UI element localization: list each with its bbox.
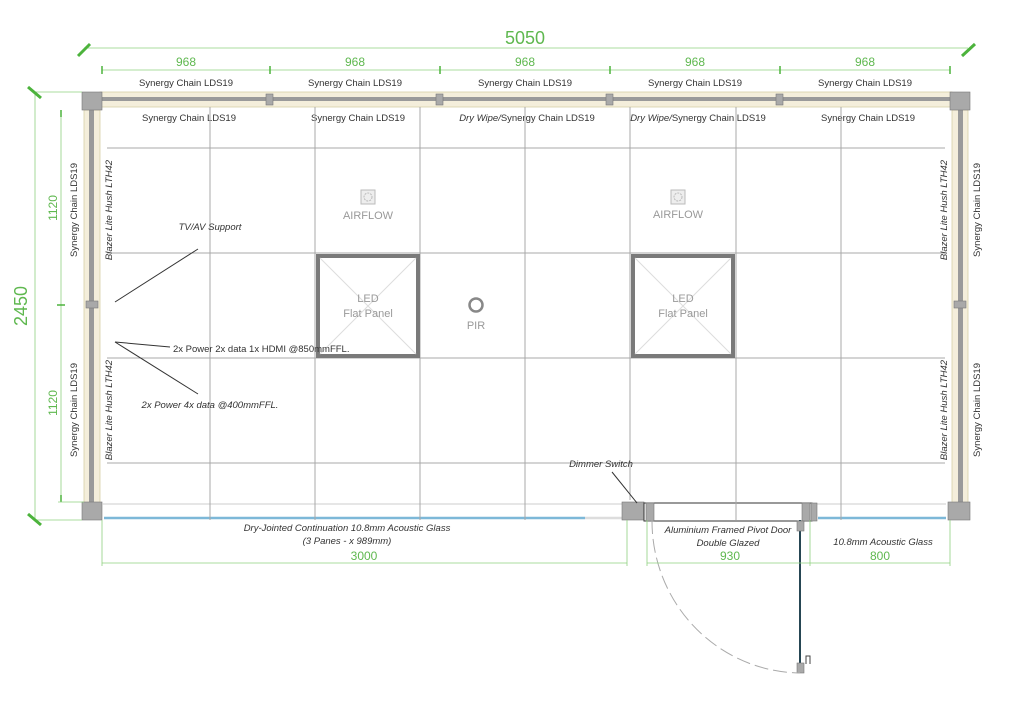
wall-label: Synergy Chain LDS19 — [311, 113, 405, 124]
led-label: LED — [672, 293, 693, 305]
dim-label: 968 — [345, 55, 365, 69]
dim-label: 1120 — [46, 195, 60, 221]
door-note: Aluminium Framed Pivot Door — [664, 525, 793, 536]
side-glass-note: 10.8mm Acoustic Glass — [833, 537, 933, 548]
height-dim-label: 2450 — [11, 286, 31, 326]
wall-label: Blazer Lite Hush LTH42 — [104, 159, 115, 260]
dim-label: 1120 — [46, 390, 60, 416]
dim-label: 968 — [855, 55, 875, 69]
wall-label: Synergy Chain LDS19 — [972, 163, 983, 257]
led-label: Flat Panel — [658, 308, 708, 320]
pir-label: PIR — [467, 320, 485, 332]
dim-label: 968 — [176, 55, 196, 69]
led-label: Flat Panel — [343, 308, 393, 320]
dim-label: 930 — [720, 549, 740, 563]
dim-label: 3000 — [351, 549, 378, 563]
wall-label: Synergy Chain LDS19 — [648, 78, 742, 89]
wall-label: Synergy Chain LDS19 — [69, 363, 80, 457]
wall-label: Synergy Chain LDS19 — [308, 78, 402, 89]
led-label: LED — [357, 293, 378, 305]
door-note: Double Glazed — [697, 538, 761, 549]
power-850-note: 2x Power 2x data 1x HDMI @850mmFFL. — [173, 344, 349, 355]
wall-label: Blazer Lite Hush LTH42 — [939, 359, 950, 460]
dim-label: 968 — [515, 55, 535, 69]
glass-note: Dry-Jointed Continuation 10.8mm Acoustic… — [244, 523, 451, 534]
airflow-label: AIRFLOW — [343, 210, 394, 222]
wall-label: Synergy Chain LDS19 — [972, 363, 983, 457]
led-panel: LED Flat Panel — [631, 254, 735, 358]
overall-width-dimension: 5050 — [76, 28, 977, 58]
tv-av-note: TV/AV Support — [179, 222, 242, 233]
wall-label: Blazer Lite Hush LTH42 — [939, 159, 950, 260]
wall-label: Synergy Chain LDS19 — [139, 78, 233, 89]
dimmer-switch-note: Dimmer Switch — [569, 459, 633, 470]
airflow-diffuser: AIRFLOW — [343, 189, 394, 222]
pir-sensor: PIR — [467, 297, 485, 332]
pir-icon — [468, 297, 484, 313]
airflow-icon — [360, 189, 376, 205]
wall-label: Synergy Chain LDS19 — [142, 113, 236, 124]
wall-label: Synergy Chain LDS19 — [821, 113, 915, 124]
ceiling-grid — [107, 107, 945, 520]
wall-label: Synergy Chain LDS19 — [69, 163, 80, 257]
power-400-note: 2x Power 4x data @400mmFFL. — [141, 400, 279, 411]
walls — [81, 91, 971, 522]
height-dimension: 2450 1120 1120 — [11, 85, 84, 527]
pivot-door — [651, 519, 811, 674]
wall-label: Dry Wipe/Synergy Chain LDS19 — [630, 113, 766, 124]
width-dim-label: 5050 — [505, 28, 545, 48]
wall-label: Blazer Lite Hush LTH42 — [104, 359, 115, 460]
dim-label: 800 — [870, 549, 890, 563]
dim-label: 968 — [685, 55, 705, 69]
wall-label: Synergy Chain LDS19 — [818, 78, 912, 89]
wall-label: Synergy Chain LDS19 — [478, 78, 572, 89]
segment-dimensions: 968 968 968 968 968 — [101, 55, 951, 74]
wall-label: Dry Wipe/Synergy Chain LDS19 — [459, 113, 595, 124]
annotations — [114, 248, 638, 504]
bottom-dimensions: 3000 930 800 — [101, 520, 951, 566]
airflow-diffuser: AIRFLOW — [653, 189, 704, 221]
led-panel: LED Flat Panel — [316, 254, 420, 358]
door-frame — [643, 502, 813, 522]
glass-note: (3 Panes - x 989mm) — [303, 536, 392, 547]
airflow-icon — [670, 189, 686, 205]
airflow-label: AIRFLOW — [653, 209, 704, 221]
